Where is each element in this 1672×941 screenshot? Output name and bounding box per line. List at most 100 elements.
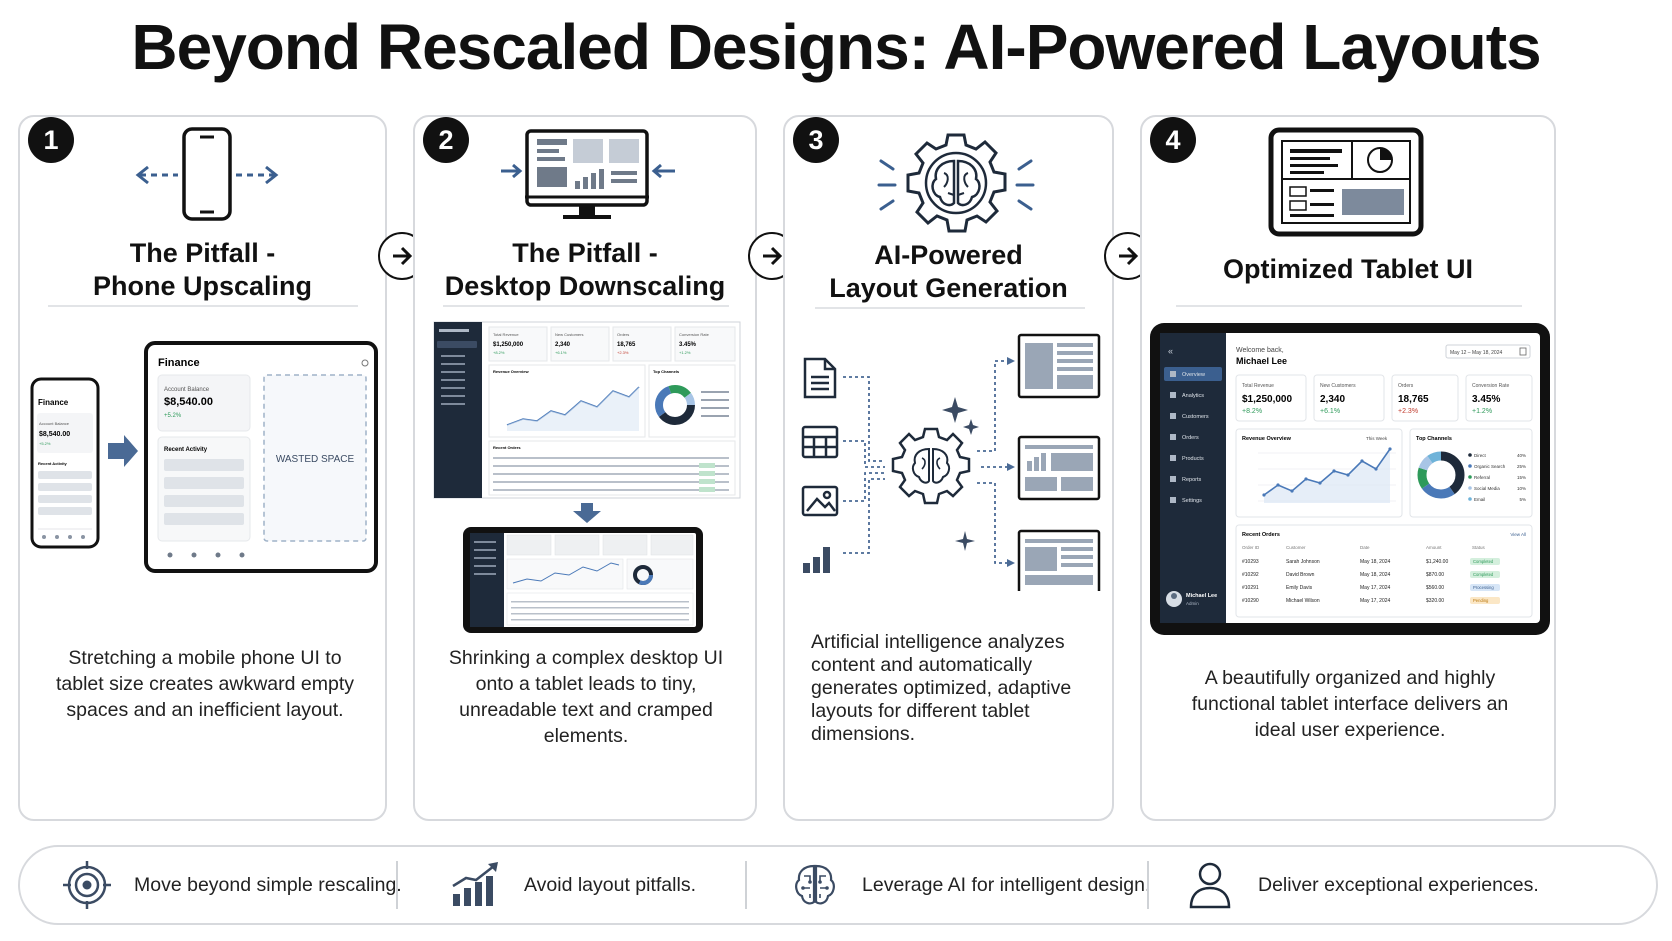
feature-text: Leverage AI for intelligent design. (862, 873, 1151, 896)
step-number-badge: 3 (793, 117, 839, 163)
svg-text:Date: Date (1360, 545, 1370, 550)
ai-brain-gear-icon (877, 133, 1035, 233)
svg-text:Pending: Pending (1473, 598, 1489, 603)
svg-text:$1,250,000: $1,250,000 (493, 342, 524, 348)
svg-text:Customer: Customer (1286, 545, 1306, 550)
svg-text:+1.2%: +1.2% (1472, 408, 1492, 415)
svg-text:+6.1%: +6.1% (555, 350, 567, 355)
phone-expand-icon (135, 127, 279, 221)
svg-text:Email: Email (1474, 497, 1485, 502)
top-channels-title: Top Channels (1416, 436, 1452, 442)
page-title: Beyond Rescaled Designs: AI-Powered Layo… (131, 11, 1541, 83)
svg-text:New Customers: New Customers (1320, 383, 1356, 389)
recent-orders-title: Recent Orders (1242, 532, 1280, 538)
svg-text:Total Revenue: Total Revenue (1242, 383, 1274, 389)
feature-text: Move beyond simple rescaling. (134, 873, 402, 896)
view-all-link: View All (1510, 532, 1526, 537)
svg-text:$560.00: $560.00 (1426, 585, 1444, 591)
table-icon (801, 425, 839, 459)
sidebar-profile-role: Admin (1186, 601, 1199, 606)
phone-app-title: Finance (38, 398, 69, 407)
nav-item-overview: Overview (1182, 372, 1205, 378)
card-phone-upscaling: 1 The Pitfall - Phone Upscaling Finance … (18, 115, 387, 821)
ai-layout-flow-diagram (801, 333, 1101, 591)
sidebar-profile-name: Michael Lee (1186, 593, 1217, 599)
card-description: A beautifully organized and highly funct… (1191, 667, 1509, 741)
phone-balance: $8,540.00 (39, 431, 70, 438)
svg-text:Processing: Processing (1473, 585, 1494, 590)
svg-text:#10290: #10290 (1242, 598, 1259, 604)
card-title: The Pitfall - Phone Upscaling (92, 238, 313, 301)
svg-text:$1,250,000: $1,250,000 (1242, 394, 1292, 405)
user-icon (1189, 862, 1231, 909)
channels-donut (1417, 451, 1465, 499)
growth-chart-icon (452, 862, 498, 906)
tablet-dashboard-mockup: « Overview Analytics Customers Orders Pr… (1150, 323, 1550, 635)
phone-recent-activity: Recent Activity (38, 461, 68, 466)
tablet-change: +5.2% (164, 413, 182, 419)
nav-item-reports: Reports (1182, 477, 1202, 483)
image-icon (801, 485, 839, 517)
tablet-account-label: Account Balance (164, 387, 210, 393)
svg-text:Completed: Completed (1473, 572, 1494, 577)
svg-text:Status: Status (1472, 545, 1486, 550)
tablet-recent-activity: Recent Activity (164, 447, 208, 453)
layout-output-2 (1017, 435, 1101, 501)
feature-separator (1147, 861, 1149, 909)
svg-text:$1,240.00: $1,240.00 (1426, 559, 1448, 565)
bar-chart-icon (803, 547, 830, 573)
arrow-right-icon (763, 246, 783, 266)
svg-text:#10291: #10291 (1242, 585, 1259, 591)
layout-output-3 (1017, 529, 1101, 591)
card-optimized-tablet-ui: 4 Optimized Tablet UI « Overview Analyti… (1140, 115, 1556, 821)
step-number-badge: 2 (423, 117, 469, 163)
svg-text:5%: 5% (1519, 497, 1526, 502)
feature-text: Avoid layout pitfalls. (524, 873, 696, 896)
svg-text:Total Revenue: Total Revenue (493, 332, 519, 337)
feature-item: Leverage AI for intelligent design. (790, 847, 1150, 923)
svg-text:2,340: 2,340 (1320, 394, 1345, 405)
tablet-balance: $8,540.00 (164, 396, 213, 408)
svg-text:#10292: #10292 (1242, 572, 1259, 578)
ai-brain-icon (795, 864, 835, 905)
svg-text:18,765: 18,765 (1398, 394, 1429, 405)
card-desktop-downscaling: 2 The Pitfall - Desktop Downscaling Tota… (413, 115, 757, 821)
feature-separator (745, 861, 747, 909)
arrow-right-icon (1119, 246, 1139, 266)
feature-summary-bar: Move beyond simple rescaling. Avoid layo… (18, 845, 1658, 925)
svg-text:3.45%: 3.45% (679, 342, 697, 348)
date-range-picker: May 12 – May 18, 2024 (1450, 350, 1502, 356)
feature-item: Deliver exceptional experiences. (1188, 847, 1539, 923)
phone-upscaling-mockup: Finance Account Balance $8,540.00 +5.2% … (30, 341, 378, 573)
nav-item-settings: Settings (1182, 498, 1202, 504)
feature-separator (396, 861, 398, 909)
nav-item-orders: Orders (1182, 435, 1199, 441)
svg-text:+2.3%: +2.3% (617, 350, 629, 355)
card-divider (48, 305, 358, 307)
tablet-app-title: Finance (158, 357, 200, 369)
svg-text:Conversion Rate: Conversion Rate (679, 332, 710, 337)
card-title: AI-Powered Layout Generation (829, 240, 1068, 303)
card-description: Shrinking a complex desktop UI onto a ta… (448, 647, 724, 747)
svg-text:+1.2%: +1.2% (679, 350, 691, 355)
revenue-overview-title: Revenue Overview (1242, 436, 1292, 442)
svg-text:25%: 25% (1517, 464, 1526, 469)
svg-text:10%: 10% (1517, 486, 1526, 491)
svg-text:Order ID: Order ID (1242, 545, 1260, 550)
card-divider (1176, 305, 1522, 307)
svg-text:+2.3%: +2.3% (1398, 408, 1418, 415)
desktop-top-channels: Top Channels (653, 369, 680, 374)
svg-text:May 18, 2024: May 18, 2024 (1360, 572, 1391, 578)
svg-text:New Customers: New Customers (555, 332, 583, 337)
svg-text:«: « (1168, 346, 1173, 356)
wasted-space-label: WASTED SPACE (276, 454, 355, 465)
step-number-badge: 4 (1150, 117, 1196, 163)
card-title: Optimized Tablet UI (1222, 254, 1473, 284)
svg-text:Orders: Orders (1398, 383, 1414, 389)
welcome-user: Michael Lee (1236, 356, 1287, 366)
svg-text:Social Media: Social Media (1474, 486, 1500, 491)
svg-text:Emily Davis: Emily Davis (1286, 585, 1313, 591)
tablet-kpi-row: Total Revenue $1,250,000 +8.2% New Custo… (1235, 374, 1533, 422)
card-title: The Pitfall - Desktop Downscaling (444, 238, 726, 301)
desktop-kpi-row: Total Revenue $1,250,000 +8.2% New Custo… (488, 326, 736, 362)
